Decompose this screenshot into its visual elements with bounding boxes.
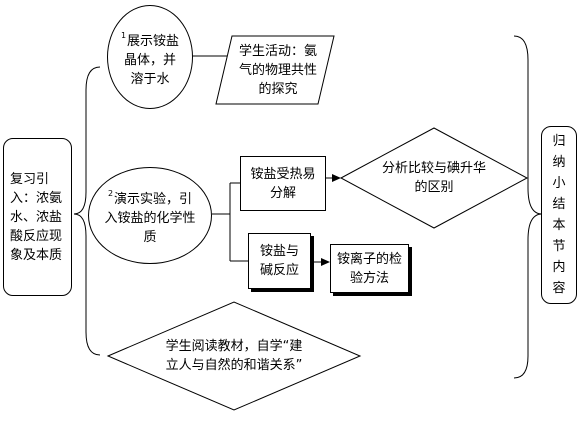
show-ellipse: 1展示铵盐晶体，并溶于水 <box>107 5 193 109</box>
arrowhead <box>332 174 341 182</box>
arrowhead <box>321 258 330 266</box>
activity-text: 学生活动：氨气的物理共性的探究 <box>238 43 317 97</box>
alkali-box: 铵盐与碱反应 <box>248 233 311 289</box>
review-text: 复习引入：浓氨水、浓盐酸反应现象及本质 <box>10 171 63 263</box>
right-brace <box>513 35 543 379</box>
reading-diamond <box>106 301 362 411</box>
ion-test-text: 铵离子的检验方法 <box>337 251 403 286</box>
activity-node: 学生活动：氨气的物理共性的探究 <box>236 38 320 102</box>
alkali-text: 铵盐与碱反应 <box>259 244 299 278</box>
compare-text: 分析比较与碘升华的区别 <box>382 161 487 195</box>
show-text: 展示铵盐晶体，并溶于水 <box>123 33 180 87</box>
demo-ellipse: 2演示实验，引入铵盐的化学性质 <box>88 167 212 264</box>
heat-text: 铵盐受热易分解 <box>250 166 316 201</box>
review-box: 复习引入：浓氨水、浓盐酸反应现象及本质 <box>3 138 72 296</box>
summary-text: 归纳小结本节内容 <box>552 134 566 296</box>
demo-text: 演示实验，引入铵盐的化学性质 <box>104 192 196 245</box>
activity-parallelogram <box>215 35 335 105</box>
left-brace <box>73 66 101 356</box>
demo-step-number: 2 <box>107 189 114 198</box>
heat-box: 铵盐受热易分解 <box>240 156 326 211</box>
reading-text: 学生阅读教材，自学“建立人与自然的和谐关系” <box>165 339 303 373</box>
show-step-number: 1 <box>120 30 127 40</box>
reading-node: 学生阅读教材，自学“建立人与自然的和谐关系” <box>162 324 306 388</box>
demo-label: 2演示实验，引入铵盐的化学性质 <box>103 184 197 247</box>
compare-diamond <box>339 127 529 229</box>
ion-test-box: 铵离子的检验方法 <box>330 244 409 293</box>
compare-node: 分析比较与碘升华的区别 <box>382 158 486 198</box>
summary-box: 归纳小结本节内容 <box>541 126 577 304</box>
show-label: 1展示铵盐晶体，并溶于水 <box>118 26 182 89</box>
